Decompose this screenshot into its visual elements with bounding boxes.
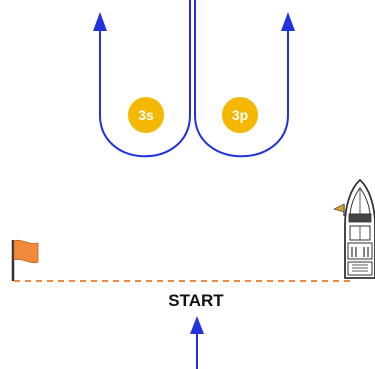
marker-3p: 3p (220, 95, 260, 135)
entry-arrow-icon (190, 316, 204, 369)
left-turn-arrow-icon (93, 12, 107, 31)
flag-icon (11, 239, 39, 281)
left-turn-path (99, 0, 191, 158)
start-label: START (168, 291, 224, 310)
marker-label: 3p (232, 107, 248, 123)
marker-label: 3s (138, 107, 154, 123)
marker-3s: 3s (126, 95, 166, 135)
right-turn-path (194, 0, 289, 158)
boat-icon (333, 178, 375, 279)
right-turn-arrow-icon (281, 12, 295, 31)
